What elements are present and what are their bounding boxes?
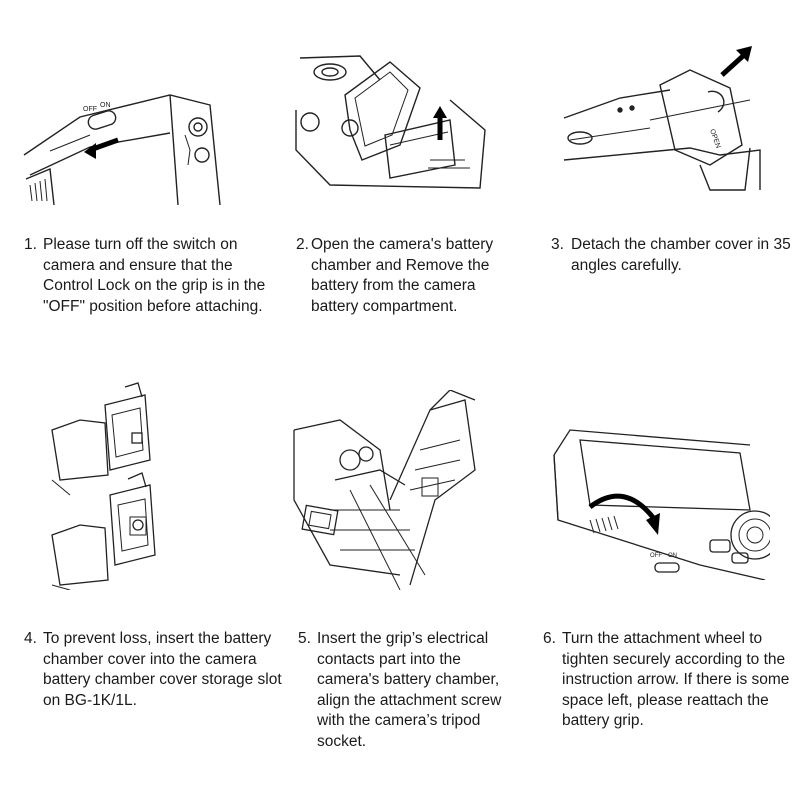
step-1-text: Please turn off the switch on camera and… bbox=[43, 236, 266, 315]
step-4-number: 4. bbox=[24, 630, 37, 647]
illustration-step-6: OFF ON bbox=[550, 425, 770, 580]
illustration-step-4 bbox=[50, 375, 195, 590]
step-4-instruction: 4. To prevent loss, insert the battery c… bbox=[24, 629, 289, 711]
step-2-instruction: 2. Open the camera's battery chamber and… bbox=[296, 235, 526, 317]
step-2-text: Open the camera's battery chamber and Re… bbox=[311, 236, 494, 315]
step-5-instruction: 5. Insert the grip’s electrical contacts… bbox=[298, 629, 523, 752]
illustration-step-5 bbox=[290, 390, 490, 590]
step-3-text: Detach the chamber cover in 35 angles ca… bbox=[571, 236, 791, 274]
step-3-instruction: 3. Detach the chamber cover in 35 angles… bbox=[551, 235, 791, 276]
step-1-number: 1. bbox=[24, 236, 37, 253]
switch-off-label: OFF bbox=[650, 553, 662, 559]
step-4-text: To prevent loss, insert the battery cham… bbox=[43, 630, 282, 709]
step-6-instruction: 6. Turn the attachment wheel to tighten … bbox=[543, 629, 793, 732]
switch-on-label: ON bbox=[668, 553, 677, 559]
illustration-step-3: OPEN bbox=[560, 40, 770, 195]
step-6-text: Turn the attachment wheel to tighten sec… bbox=[562, 630, 790, 729]
switch-on-label: ON bbox=[100, 102, 111, 109]
step-5-number: 5. bbox=[298, 630, 311, 647]
switch-off-label: OFF bbox=[83, 106, 97, 113]
cover-open-label: OPEN bbox=[708, 128, 721, 149]
step-3-number: 3. bbox=[551, 236, 564, 253]
step-1-instruction: 1. Please turn off the switch on camera … bbox=[24, 235, 279, 317]
illustration-step-1: OFF ON bbox=[20, 55, 240, 205]
step-2-number: 2. bbox=[296, 236, 309, 253]
step-6-number: 6. bbox=[543, 630, 556, 647]
step-5-text: Insert the grip’s electrical contacts pa… bbox=[317, 630, 502, 750]
illustration-step-2 bbox=[290, 50, 490, 195]
